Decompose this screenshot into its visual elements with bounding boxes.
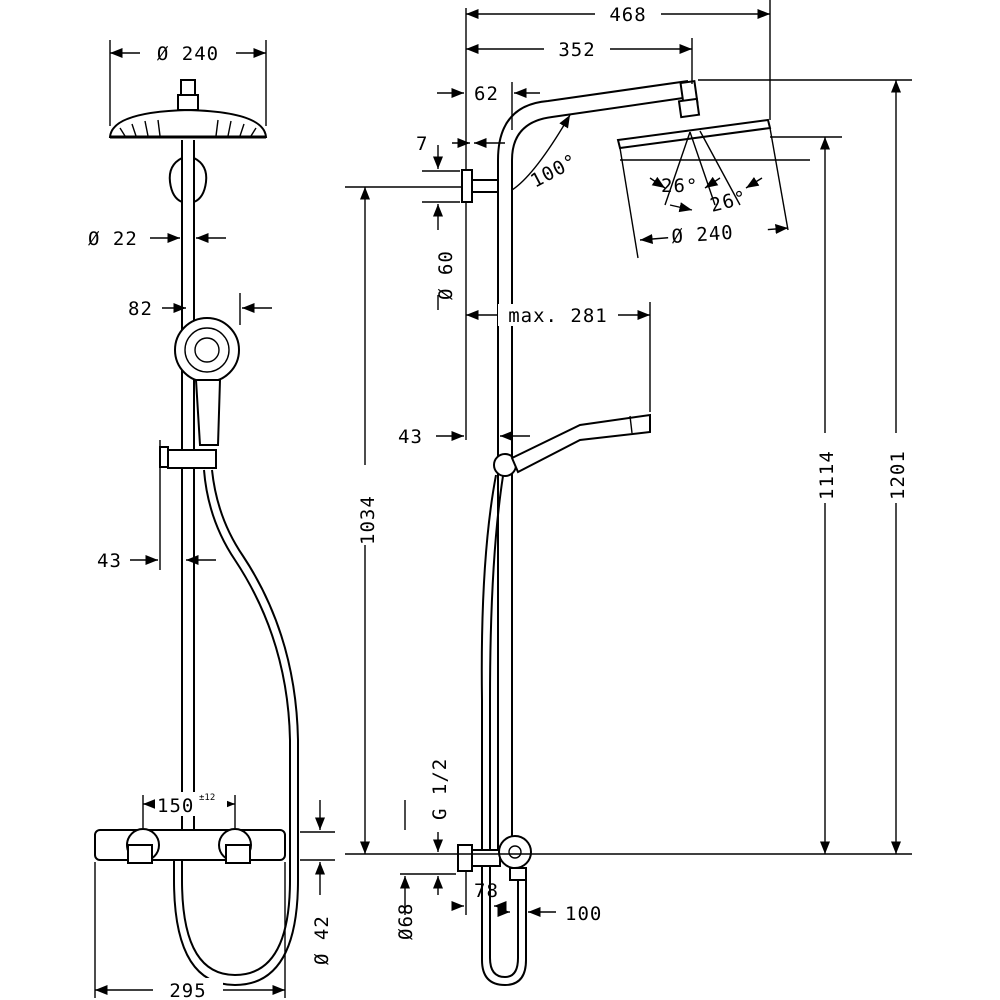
side-spray-angles: 26° 26° [661, 175, 749, 217]
front-dim-inlet-diameter: Ø 42 [300, 800, 335, 965]
front-thermostat [94, 828, 286, 864]
side-dim-arm-reach: 352 [466, 38, 693, 84]
side-valve-depth-label: 78 [474, 880, 499, 902]
side-dim-rail-offset: 43 [398, 426, 530, 448]
side-thread-label: G 1/2 [429, 758, 451, 820]
front-head-diameter-label: Ø 240 [157, 43, 219, 65]
side-view: 468 352 62 7 100° 26° 26° [345, 0, 912, 987]
side-dim-handshower-reach: max. 281 [466, 302, 651, 412]
front-dim-rail-offset: 43 [97, 440, 216, 572]
side-arm-angle-label: 100° [527, 150, 581, 193]
front-overhead-shower [108, 79, 268, 139]
front-inlet-diameter-label: Ø 42 [311, 915, 333, 965]
side-rail-height-label: 1034 [357, 495, 379, 545]
side-rail-offset-label: 43 [398, 426, 423, 448]
front-view: Ø 240 Ø 22 82 43 150 ±12 [88, 40, 335, 1000]
front-riser-pipe [168, 140, 208, 830]
side-overhead-shower [616, 80, 810, 259]
front-hand-shower [159, 317, 240, 469]
side-dim-wall-plate: 7 [416, 133, 505, 172]
front-dim-head-diameter: Ø 240 [109, 40, 267, 126]
front-rail-offset-label: 43 [97, 550, 122, 572]
side-valve-body-label: 100 [565, 903, 602, 925]
side-hand-shower [493, 413, 651, 477]
side-rosette-diameter-label: Ø 60 [435, 250, 457, 300]
side-dim-escutcheon: Ø68 [395, 832, 456, 940]
side-dim-overall-reach: 468 [466, 0, 771, 120]
front-valve-spacing-label: 150 [157, 795, 194, 817]
side-dim-thread: G 1/2 [404, 758, 451, 830]
side-head-diameter-label: Ø 240 [671, 222, 735, 248]
side-spray-angle-2: 26° [708, 186, 750, 216]
side-dim-total-height: 1201 [698, 79, 912, 854]
side-total-height-label: 1201 [887, 450, 909, 500]
side-dim-head-height: 1114 [770, 136, 842, 854]
side-dim-arm-radius: 62 [437, 82, 540, 130]
front-overall-width-label: 295 [169, 980, 206, 1000]
front-dim-pipe-diameter: Ø 22 [88, 228, 226, 250]
front-dim-overall-width: 295 [94, 862, 286, 1000]
side-dim-valve-body: 100 [497, 880, 602, 925]
side-dim-arm-angle: 100° [511, 114, 581, 193]
side-dim-valve-depth: 78 [451, 872, 507, 915]
side-hose [480, 474, 527, 987]
front-dim-valve-spacing: 150 ±12 [142, 792, 236, 828]
front-pipe-diameter-label: Ø 22 [88, 228, 138, 250]
front-valve-spacing-tolerance: ±12 [199, 793, 215, 803]
front-dim-handshower-width: 82 [128, 293, 272, 325]
side-riser-and-arm [497, 80, 691, 860]
side-arm-radius-label: 62 [474, 83, 499, 105]
front-handshower-width-label: 82 [128, 298, 153, 320]
side-mixer [457, 835, 532, 881]
side-dim-rail-height: 1034 [345, 186, 912, 855]
side-arm-reach-label: 352 [558, 39, 595, 61]
front-hose [173, 469, 299, 987]
side-wall-plate-label: 7 [416, 133, 428, 155]
side-dim-rosette-diameter: Ø 60 [422, 201, 460, 310]
side-dim-head-diameter: Ø 240 [639, 218, 789, 250]
side-head-height-label: 1114 [816, 450, 838, 500]
side-spray-angle-1: 26° [661, 175, 698, 197]
side-handshower-reach-label: max. 281 [508, 305, 608, 327]
side-wall-bracket [461, 169, 499, 203]
side-escutcheon-label: Ø68 [395, 903, 417, 940]
side-overall-reach-label: 468 [609, 4, 646, 26]
